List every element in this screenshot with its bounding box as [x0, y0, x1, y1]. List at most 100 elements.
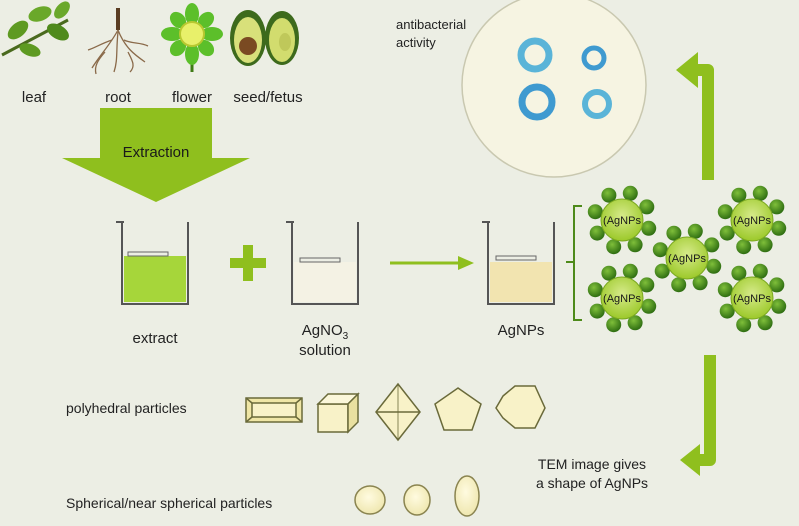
- nanoparticle-core: [600, 276, 644, 320]
- seed-icon: [230, 10, 299, 66]
- capping-molecule: [589, 225, 605, 241]
- tem-line-2: a shape of AgNPs: [535, 475, 649, 491]
- agnps-beaker-label: AgNPs: [497, 322, 545, 339]
- capping-molecule: [717, 282, 733, 298]
- capping-molecule: [639, 277, 655, 293]
- extract-beaker: [116, 221, 189, 305]
- nanoparticle-label: (AgNPs: [668, 253, 706, 265]
- nanoparticle: (AgNPs: [717, 185, 787, 255]
- extraction-arrow: [62, 108, 250, 202]
- capping-molecule: [752, 263, 768, 279]
- capping-molecule: [601, 265, 617, 281]
- nanoparticle-label: (AgNPs: [603, 293, 641, 305]
- capping-molecule: [771, 298, 787, 314]
- capping-molecule: [587, 204, 603, 220]
- capping-molecule: [719, 225, 735, 241]
- reaction-arrow: [390, 256, 474, 270]
- capping-molecule: [601, 187, 617, 203]
- nanoparticle-core: [730, 198, 774, 242]
- extract-label: extract: [132, 330, 178, 347]
- sphere-3: [454, 475, 480, 517]
- capping-molecule: [666, 225, 682, 241]
- capping-molecule: [606, 239, 622, 255]
- nanoparticle: (AgNPs: [587, 185, 657, 255]
- hexagon: [495, 385, 546, 429]
- rectangular-prism: [245, 397, 303, 423]
- nanoparticle-cluster: (AgNPs (AgNPs (AgNPs (AgNPs (AgNPs: [587, 185, 787, 333]
- spherical-shapes: [354, 475, 480, 517]
- nanoparticle-core: [600, 198, 644, 242]
- capping-molecule: [704, 237, 720, 253]
- capping-molecule: [652, 242, 668, 258]
- antibacterial-line-1: antibacterial: [396, 17, 467, 32]
- flower-icon: [161, 3, 223, 72]
- agno3-formula: AgNO: [301, 322, 343, 339]
- antibacterial-label: antibacterial activity: [396, 16, 466, 52]
- octahedron: [375, 382, 421, 442]
- capping-molecule: [757, 237, 773, 253]
- capping-molecule: [587, 282, 603, 298]
- capping-molecule: [671, 277, 687, 293]
- capping-molecule: [717, 204, 733, 220]
- pentagon: [434, 387, 482, 431]
- capping-molecule: [622, 263, 638, 279]
- capping-molecule: [589, 303, 605, 319]
- source-label-seed: seed/fetus: [233, 89, 303, 106]
- sphere-2: [403, 484, 431, 516]
- extraction-label: Extraction: [122, 144, 190, 161]
- capping-molecule: [719, 303, 735, 319]
- capping-molecule: [769, 277, 785, 293]
- source-label-root: root: [105, 89, 131, 106]
- tem-line-1: TEM image gives: [537, 456, 647, 472]
- agno3-beaker: [286, 221, 359, 305]
- nanoparticle-core: [665, 236, 709, 280]
- sphere-1: [354, 485, 386, 515]
- polyhedral-label: polyhedral particles: [66, 400, 187, 416]
- capping-molecule: [706, 258, 722, 274]
- tem-label: TEM image gives a shape of AgNPs: [536, 455, 648, 493]
- capping-molecule: [731, 265, 747, 281]
- capping-molecule: [687, 223, 703, 239]
- cube: [316, 392, 360, 434]
- antibacterial-plate: [461, 0, 647, 178]
- down-arrow: [680, 355, 716, 476]
- spherical-label: Spherical/near spherical particles: [66, 495, 273, 511]
- polyhedral-shapes: [245, 382, 546, 442]
- leaf-icon: [1, 1, 70, 57]
- capping-molecule: [736, 317, 752, 333]
- agnps-beaker: [482, 221, 555, 305]
- capping-molecule: [641, 220, 657, 236]
- nanoparticle-label: (AgNPs: [733, 215, 771, 227]
- bracket: [566, 205, 582, 321]
- antibacterial-line-2: activity: [396, 35, 436, 50]
- capping-molecule: [654, 263, 670, 279]
- capping-molecule: [639, 199, 655, 215]
- source-label-flower: flower: [171, 89, 213, 106]
- nanoparticle: (AgNPs: [717, 263, 787, 333]
- capping-molecule: [627, 237, 643, 253]
- root-icon: [87, 8, 149, 75]
- plus-sign: [230, 245, 266, 281]
- nanoparticle-label: (AgNPs: [733, 293, 771, 305]
- capping-molecule: [641, 298, 657, 314]
- capping-molecule: [769, 199, 785, 215]
- up-arrow: [676, 52, 714, 180]
- capping-molecule: [757, 315, 773, 331]
- capping-molecule: [771, 220, 787, 236]
- source-label-leaf: leaf: [21, 89, 47, 106]
- nanoparticle-core: [730, 276, 774, 320]
- agno3-label: AgNO3 solution: [299, 322, 351, 359]
- nanoparticle: (AgNPs: [652, 223, 722, 293]
- agno3-subscript: 3: [342, 331, 349, 342]
- capping-molecule: [731, 187, 747, 203]
- capping-molecule: [736, 239, 752, 255]
- capping-molecule: [606, 317, 622, 333]
- capping-molecule: [752, 185, 768, 201]
- nanoparticle-label: (AgNPs: [603, 215, 641, 227]
- nanoparticle: (AgNPs: [587, 263, 657, 333]
- solution-label: solution: [299, 342, 351, 359]
- capping-molecule: [627, 315, 643, 331]
- capping-molecule: [692, 275, 708, 291]
